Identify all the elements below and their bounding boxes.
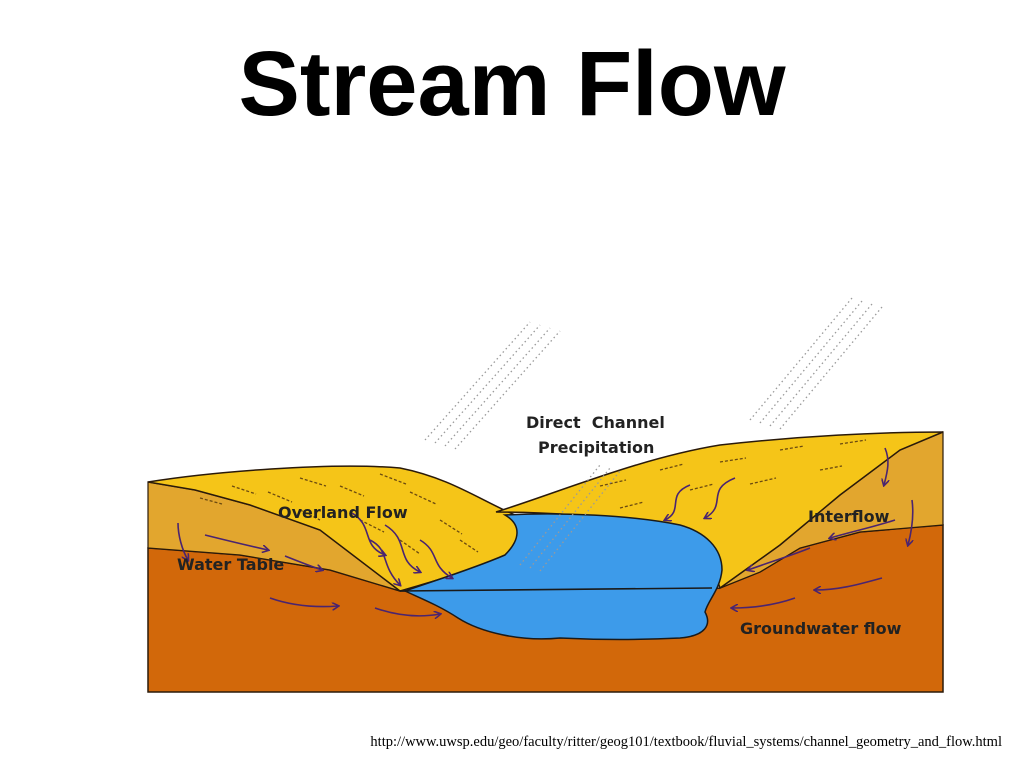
interflow-arrow bbox=[908, 499, 914, 545]
direct-channel-label-line1: Direct Channel bbox=[526, 413, 665, 432]
interflow-arrow bbox=[177, 522, 188, 560]
surface-texture bbox=[199, 439, 867, 555]
groundwater-flow-label: Groundwater flow bbox=[740, 619, 902, 638]
overland-flow-arrow bbox=[369, 539, 400, 585]
overland-flow-arrow bbox=[705, 477, 736, 518]
direct-channel-label-line2: Precipitation bbox=[538, 438, 654, 457]
source-url[interactable]: http://www.uwsp.edu/geo/faculty/ritter/g… bbox=[370, 734, 1002, 750]
groundwater-flow-arrow bbox=[374, 607, 440, 616]
overland-flow-arrow bbox=[384, 524, 420, 572]
rain-streaks bbox=[424, 297, 883, 572]
groundwater-flow-arrow bbox=[815, 577, 883, 590]
flow-arrows bbox=[177, 447, 914, 616]
interflow-arrow bbox=[204, 534, 268, 550]
overland-flow-arrow bbox=[349, 511, 385, 555]
water-table-line bbox=[399, 587, 713, 592]
stream-water bbox=[403, 513, 723, 641]
groundwater-flow-arrow bbox=[269, 597, 338, 607]
interflow-arrow bbox=[284, 555, 322, 570]
interflow-arrow bbox=[748, 547, 811, 570]
interflow-label: Interflow bbox=[808, 507, 890, 526]
slide-title: Stream Flow bbox=[238, 33, 786, 135]
overland-flow-label: Overland Flow bbox=[278, 503, 408, 522]
overland-flow-arrow bbox=[419, 539, 452, 578]
interflow-arrow bbox=[830, 519, 896, 538]
interflow-arrow bbox=[884, 447, 888, 485]
overland-flow-arrow bbox=[665, 484, 691, 520]
water-table-label: Water Table bbox=[177, 555, 284, 574]
groundwater-flow-arrow bbox=[732, 597, 796, 608]
